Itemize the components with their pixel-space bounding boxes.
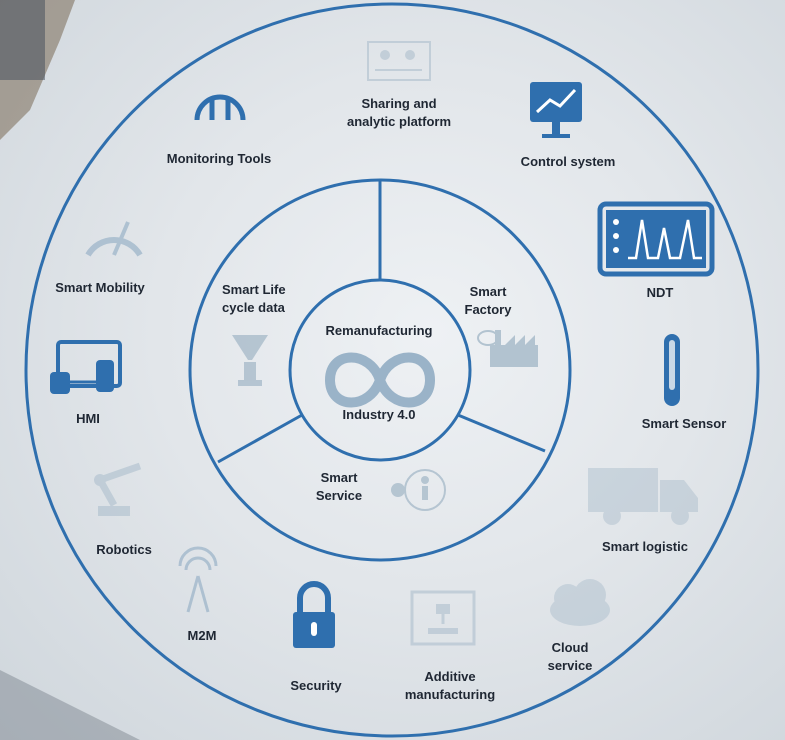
label-smart-logistic: Smart logistic [602,539,688,554]
center-title: Remanufacturing [325,323,433,338]
security-lock-icon [293,581,335,648]
label-hmi: HMI [76,411,100,426]
background-photo-people [0,0,45,80]
segment-smart-service: Smart Service [315,470,363,503]
divider-right [457,413,546,453]
service-icon [391,469,446,511]
background-dark-corner [0,670,140,740]
divider-left [217,413,303,464]
factory-icon [477,330,538,367]
cloud-service-icon [550,579,610,626]
smart-mobility-icon [85,221,143,257]
label-m2m: M2M [187,628,217,643]
m2m-icon [178,546,218,613]
label-sharing-platform: Sharing and analytic platform [346,96,452,129]
outer-ring [24,2,760,738]
smart-logistic-icon [588,468,698,525]
label-security: Security [290,678,342,693]
label-smart-mobility: Smart Mobility [55,280,145,295]
additive-manufacturing-icon [410,590,476,646]
label-control-system: Control system [520,154,616,169]
segment-smart-lifecycle-data: Smart Life cycle data [222,282,286,315]
label-cloud-service: Cloud service [547,640,593,673]
label-monitoring-tools: Monitoring Tools [166,151,272,166]
hmi-icon [50,340,122,394]
infinity-icon [324,352,436,408]
label-additive-manufacturing: Additive manufacturing [404,669,496,702]
segment-smart-factory: Smart Factory [464,284,512,317]
lifecycle-data-icon [232,335,268,386]
sharing-platform-icon [367,41,431,81]
center-subtitle: Industry 4.0 [342,407,416,422]
monitoring-tools-icon [194,94,246,121]
control-system-icon [530,82,582,138]
label-smart-sensor: Smart Sensor [641,416,727,431]
ndt-icon [597,201,715,277]
label-robotics: Robotics [96,542,152,557]
smart-sensor-icon [664,334,680,406]
label-ndt: NDT [646,285,674,300]
robotics-icon [94,462,142,516]
